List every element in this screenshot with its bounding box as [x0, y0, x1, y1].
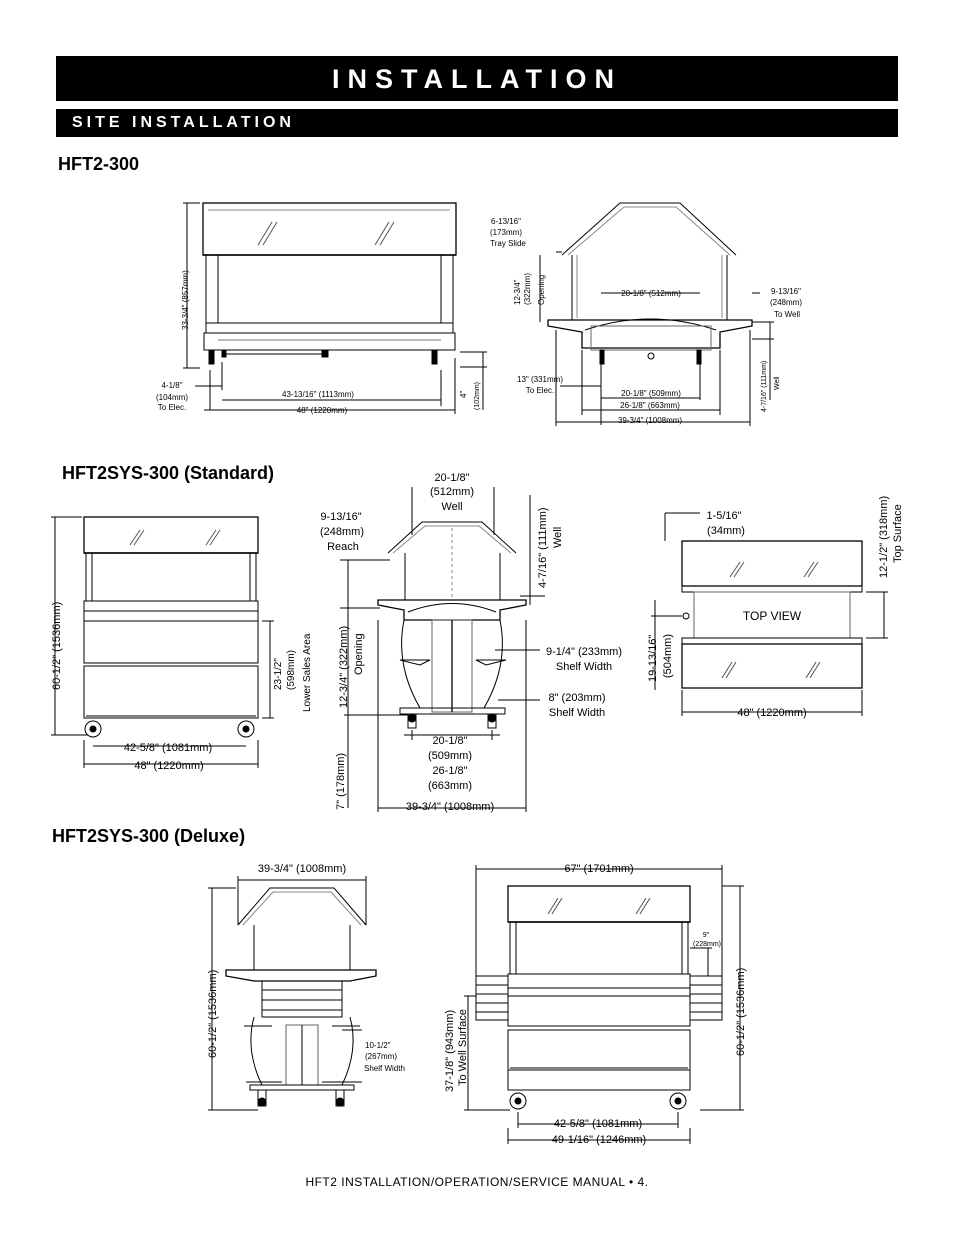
dim-label: (104mm) [156, 393, 188, 402]
dim-label: Shelf Width [556, 661, 612, 673]
dim-label: Top Surface [892, 504, 904, 563]
dim-label: 33-3/4" (857mm) [181, 270, 190, 330]
dim-label: Tray Slide [490, 239, 526, 248]
heading-hft2-300: HFT2-300 [58, 154, 140, 174]
dim-label: Reach [327, 541, 359, 553]
subsection-title-bar: SITE INSTALLATION [56, 109, 898, 137]
dim-label: 26-1/8" (663mm) [620, 401, 680, 410]
dim-label: Well [774, 376, 781, 390]
heading-hft2sys-deluxe: HFT2SYS-300 (Deluxe) [52, 826, 246, 846]
dim-label: To Elec. [158, 403, 186, 412]
dim-label: 10-1/2" [365, 1041, 391, 1050]
dim-label: Opening [537, 275, 546, 305]
dim-label: (34mm) [707, 525, 745, 537]
dim-label: (173mm) [490, 228, 522, 237]
dim-label: Shelf Width [364, 1064, 405, 1073]
dim-label: 48" (1220mm) [737, 707, 806, 719]
dim-label: (267mm) [365, 1052, 397, 1061]
dim-label: 37-1/8" (943mm) [444, 1010, 456, 1092]
dim-label: Well [552, 527, 564, 548]
standard-side-view [340, 487, 545, 812]
dim-label: 20-1/8" (509mm) [621, 389, 681, 398]
dim-label: 20-1/8" [432, 735, 467, 747]
dim-label: 49-1/16" (1246mm) [552, 1134, 646, 1146]
standard-front-view [51, 516, 274, 768]
dim-label: (102mm) [474, 382, 481, 410]
dim-label: 39-3/4" (1008mm) [406, 801, 494, 813]
dim-label: 67" (1701mm) [564, 863, 633, 875]
dim-label: 39-3/4" (1008mm) [618, 416, 683, 425]
dimension-labels: 33-3/4" (857mm) 4-1/8" (104mm) To Elec. … [51, 217, 904, 1146]
dim-label: 8" (203mm) [548, 692, 605, 704]
dim-label: 12-3/4" [513, 279, 522, 305]
dim-label: 12-3/4" (322mm) [338, 626, 350, 708]
dim-label: Lower Sales Area [302, 633, 313, 712]
subsection-title: SITE INSTALLATION [72, 114, 295, 131]
page-footer: HFT2 INSTALLATION/OPERATION/SERVICE MANU… [305, 1175, 649, 1189]
dim-label: Well [441, 501, 462, 513]
top-view-label: TOP VIEW [743, 609, 802, 623]
dim-label: To Well [774, 310, 800, 319]
dim-label: 60-1/2" (1536mm) [735, 968, 747, 1056]
dim-label: 9-1/4" (233mm) [546, 646, 622, 658]
dim-label: 20-1/8" [434, 472, 469, 484]
dim-label: Shelf Width [549, 707, 605, 719]
dim-label: 4" [459, 391, 468, 398]
section-title: INSTALLATION [332, 64, 622, 94]
dim-label: 12-1/2" (318mm) [878, 496, 890, 578]
dim-label: 4-1/8" [161, 381, 182, 390]
dim-label: 4-7/16" (111mm) [761, 361, 768, 412]
dim-label: 48" (1220mm) [297, 406, 348, 415]
dim-label: 19-13/16" [647, 635, 659, 682]
dim-label: Opening [353, 633, 365, 675]
dim-label: (228mm) [693, 941, 721, 948]
dim-label: 9-13/16" [320, 511, 361, 523]
hft2-front-view [183, 202, 487, 414]
dim-label: 1-5/16" [706, 510, 741, 522]
dim-label: (248mm) [320, 526, 364, 538]
dim-label: 39-3/4" (1008mm) [258, 863, 346, 875]
dim-label: To Elec. [526, 386, 554, 395]
top-view [651, 512, 888, 716]
dim-label: 42-5/8" (1081mm) [124, 742, 212, 754]
dim-label: 4-7/16" (111mm) [537, 507, 549, 588]
dim-label: 7" (178mm) [335, 753, 347, 810]
dim-label: (248mm) [770, 298, 802, 307]
dim-label: To Well Surface [457, 1009, 469, 1086]
dim-label: 9-13/16" [771, 287, 801, 296]
dim-label: (509mm) [428, 750, 472, 762]
dim-label: 60-1/2" (1536mm) [51, 602, 63, 690]
dim-label: (663mm) [428, 780, 472, 792]
dim-label: (504mm) [662, 634, 674, 678]
heading-hft2sys-standard: HFT2SYS-300 (Standard) [62, 463, 275, 483]
dim-label: 42-5/8" (1081mm) [554, 1118, 642, 1130]
dim-label: 13" (331mm) [517, 375, 563, 384]
deluxe-side-view [208, 876, 377, 1111]
hft2-side-view [539, 202, 774, 426]
dim-label: 43-13/16" (1113mm) [282, 390, 354, 399]
dim-label: 26-1/8" [432, 765, 467, 777]
dim-label: 48" (1220mm) [134, 760, 203, 772]
dim-label: 6-13/16" [491, 217, 521, 226]
section-title-bar: INSTALLATION [56, 56, 898, 101]
dim-label: 60-1/2" (1536mm) [207, 970, 219, 1058]
dim-label: (598mm) [286, 650, 297, 690]
dim-label: (512mm) [430, 486, 474, 498]
dim-label: (322mm) [523, 273, 532, 305]
deluxe-front-view [464, 865, 744, 1144]
dim-label: 23-1/2" [273, 658, 284, 690]
dim-label: 9" [703, 932, 710, 939]
dim-label: 20-1/8" (512mm) [621, 289, 681, 298]
